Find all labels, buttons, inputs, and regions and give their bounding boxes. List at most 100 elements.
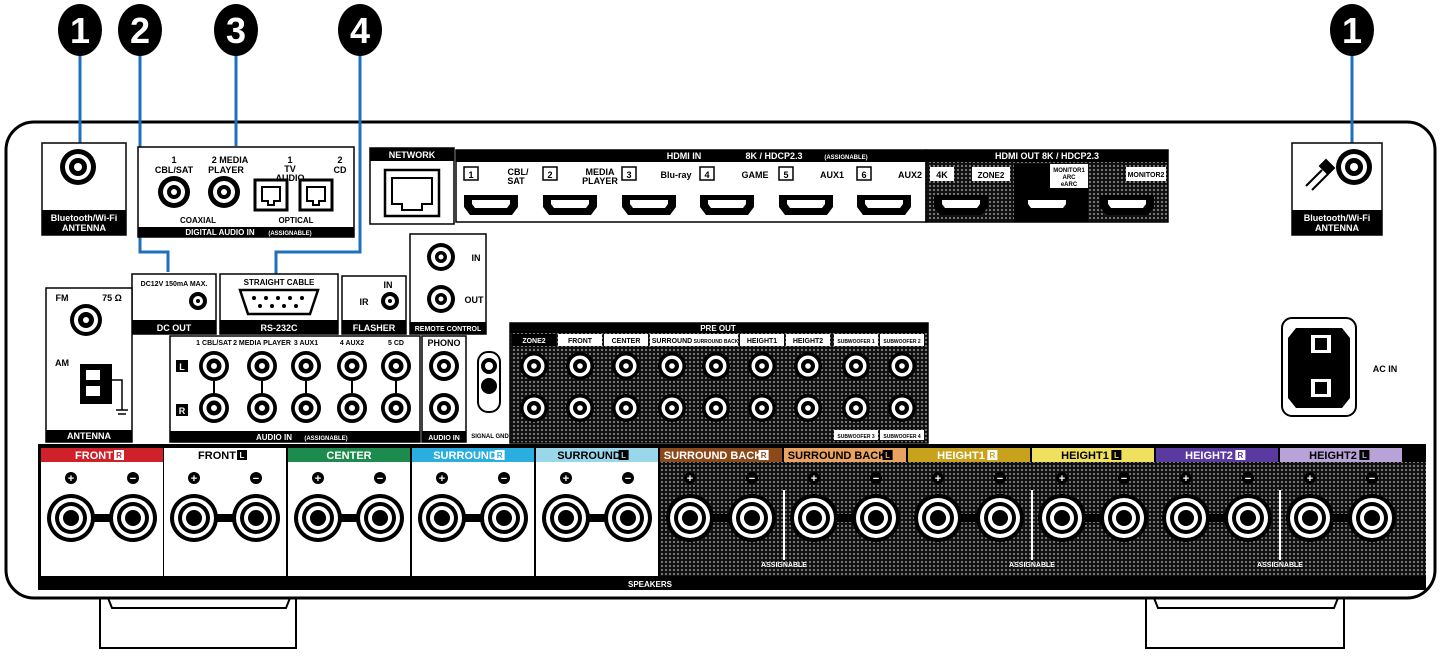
plus-sign: +	[1307, 473, 1313, 485]
speaker-side-badge: R	[990, 451, 996, 460]
plus-sign: +	[811, 473, 817, 485]
audio-in-input-label: 1 CBL/SAT	[196, 340, 232, 347]
hdmi-in-port-2[interactable]	[543, 195, 597, 215]
audio-in-jack-r-1[interactable]	[199, 393, 229, 423]
fm-am-antenna-section[interactable]: FM 75 Ω AM ANTENNA	[45, 287, 133, 443]
hdmi-in-port-6[interactable]	[857, 195, 911, 215]
optical-jack-1[interactable]	[253, 178, 289, 212]
callout-number: 3	[226, 10, 246, 51]
signal-gnd-terminal[interactable]: SIGNAL GND	[471, 351, 509, 440]
audio-in-jack-l-2[interactable]	[247, 351, 277, 381]
audio-in-jack-r-4[interactable]	[337, 393, 367, 423]
pre-out-jack-a-4[interactable]	[658, 352, 686, 380]
minus-sign: −	[749, 473, 755, 485]
ac-in-section[interactable]: AC IN	[1281, 317, 1397, 417]
opt1-top: 1	[287, 155, 292, 165]
speaker-side-badge: L	[621, 451, 626, 460]
pre-out-jack-b-9[interactable]	[888, 394, 916, 422]
pre-out-jack-b-2[interactable]	[566, 394, 594, 422]
pre-out-jack-b-7[interactable]	[794, 394, 822, 422]
bluetooth-wifi-antenna-right[interactable]: Bluetooth/Wi-Fi ANTENNA	[1291, 142, 1383, 236]
hdmi-in-port-1[interactable]	[464, 195, 518, 215]
hdmi-out-section: HDMI OUT 8K / HDCP2.3 4K ZONE2 MONITOR1 …	[925, 149, 1169, 223]
optical-jack-2[interactable]	[298, 178, 334, 212]
hdmi-in-port-4[interactable]	[700, 195, 754, 215]
audio-in-jack-r-5[interactable]	[381, 393, 411, 423]
hdmi-out-port-3[interactable]	[1100, 195, 1154, 215]
audio-in-jack-l-4[interactable]	[337, 351, 367, 381]
speaker-channel-name: SURROUND	[433, 450, 497, 462]
audio-in-footer-note: (ASSIGNABLE)	[304, 436, 347, 442]
coax1-top: 1	[171, 155, 176, 165]
pre-out-jack-b-4[interactable]	[658, 394, 686, 422]
pre-out-jack-b-5[interactable]	[702, 394, 730, 422]
pre-out-jack-a-7[interactable]	[794, 352, 822, 380]
rs232c-section[interactable]: STRAIGHT CABLE RS-232C	[219, 273, 339, 335]
speaker-channel-name: SURROUND BACK	[788, 450, 886, 462]
audio-in-input-label: 5 CD	[388, 340, 404, 347]
coax2-top: 2 MEDIA	[212, 155, 249, 165]
network-port[interactable]: NETWORK	[369, 147, 455, 225]
phono-label: PHONO	[427, 338, 460, 348]
flasher-section[interactable]: IN IR FLASHER	[341, 275, 407, 335]
antenna-ohm: 75 Ω	[102, 293, 122, 303]
chassis-feet	[99, 597, 1345, 649]
dc-out-section[interactable]: DC12V 150mA MAX. DC OUT	[131, 273, 217, 335]
pre-out-jack-a-3[interactable]	[612, 352, 640, 380]
speaker-terminal-3[interactable]: CENTER+−	[288, 448, 410, 576]
pre-out-jack-a-8[interactable]	[842, 352, 870, 380]
pre-out-sub3: SUBWOOFER 3	[837, 434, 874, 440]
pre-out-jack-b-6[interactable]	[748, 394, 776, 422]
speaker-channel-name: HEIGHT2	[1185, 450, 1233, 462]
speaker-channel-name: HEIGHT2	[1309, 450, 1357, 462]
coaxial-jack-1[interactable]	[158, 176, 190, 208]
audio-in-jack-l-1[interactable]	[199, 351, 229, 381]
assignable-label: ASSIGNABLE	[761, 562, 807, 569]
hdmi-in-l3a: MEDIA	[586, 167, 616, 177]
pre-out-jack-b-3[interactable]	[612, 394, 640, 422]
minus-sign: −	[130, 473, 136, 485]
remote-control-section[interactable]: IN OUT REMOTE CONTROL	[409, 233, 487, 335]
audio-in-jack-l-5[interactable]	[381, 351, 411, 381]
hdmi-in-l6: AUX1	[820, 170, 844, 180]
pre-out-jack-b-8[interactable]	[842, 394, 870, 422]
hdmi-in-title: HDMI IN	[667, 151, 702, 161]
pre-out-jack-a-5[interactable]	[702, 352, 730, 380]
pre-out-jack-a-6[interactable]	[748, 352, 776, 380]
opt1-bot: AUDIO	[276, 173, 305, 183]
hdmi-in-port-5[interactable]	[779, 195, 833, 215]
phono-jack-l[interactable]	[429, 351, 459, 381]
phono-jack-r[interactable]	[429, 393, 459, 423]
hdmi-in-section: HDMI IN 8K / HDCP2.3 (ASSIGNABLE) 1 CBL/…	[455, 149, 927, 223]
coaxial-jack-2[interactable]	[208, 176, 240, 208]
audio-in-jack-r-2[interactable]	[247, 393, 277, 423]
audio-in-jack-r-3[interactable]	[291, 393, 321, 423]
audio-in-jack-l-3[interactable]	[291, 351, 321, 381]
hdmi-in-port-3[interactable]	[622, 195, 676, 215]
hdmi-in-n4: 4	[704, 170, 709, 180]
hdmi-out-port-1[interactable]	[934, 195, 988, 215]
plus-sign: +	[68, 473, 74, 485]
hdmi-out-port-2[interactable]	[1020, 195, 1074, 215]
hdmi-out-title: HDMI OUT 8K / HDCP2.3	[995, 151, 1099, 161]
callout-number: 1	[1342, 10, 1362, 51]
bluetooth-wifi-antenna-left[interactable]: Bluetooth/Wi-Fi ANTENNA	[41, 142, 127, 236]
pre-out-jack-a-2[interactable]	[566, 352, 594, 380]
pre-out-jack-a-1[interactable]	[520, 352, 548, 380]
callout-3: 3	[214, 4, 258, 56]
pre-out-jack-a-9[interactable]	[888, 352, 916, 380]
rs232-top: STRAIGHT CABLE	[244, 278, 315, 287]
pre-out-jack-b-1[interactable]	[520, 394, 548, 422]
